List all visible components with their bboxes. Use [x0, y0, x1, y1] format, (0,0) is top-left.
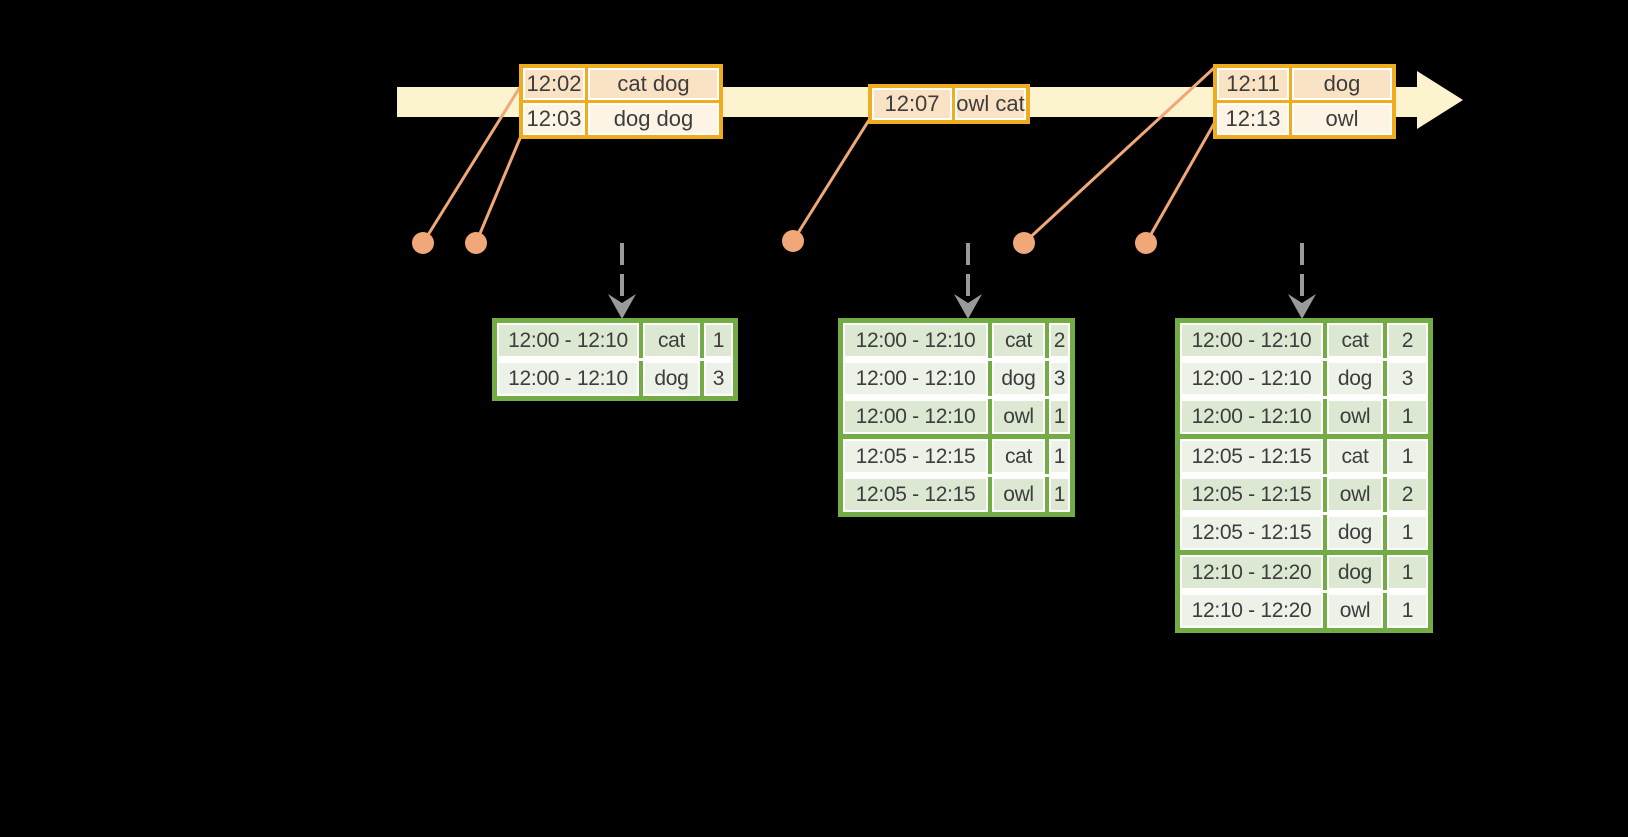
event-connector-line — [1144, 121, 1217, 244]
table-cell: 12:05 - 12:15 — [843, 439, 988, 474]
table-cell: 3 — [1387, 361, 1428, 396]
table-cell: 12:00 - 12:10 — [1180, 399, 1323, 434]
event-connector-lines — [421, 66, 1217, 245]
event-dot — [1135, 232, 1157, 254]
table-cell: dog — [992, 361, 1045, 396]
table-cell: cat — [992, 439, 1045, 474]
event-connector-line — [1022, 66, 1216, 245]
event-dot — [782, 230, 804, 252]
table-cell: 12:03 — [523, 103, 585, 135]
table-cell: 1 — [1387, 593, 1428, 628]
timeline-arrowhead-icon — [1417, 71, 1463, 129]
table-cell: 12:05 - 12:15 — [1180, 477, 1323, 512]
table-cell: 1 — [1049, 477, 1070, 512]
trigger-arrows — [608, 243, 1316, 319]
trigger-arrow-head-icon — [1288, 294, 1316, 319]
event-connector-line — [791, 119, 871, 242]
table-cell: 1 — [1387, 439, 1428, 474]
table-cell: dog — [1292, 68, 1392, 100]
table-cell: 1 — [1049, 399, 1070, 434]
event-dots — [412, 230, 1157, 254]
table-cell: owl — [1327, 399, 1383, 434]
event-connector-line — [474, 135, 523, 244]
table-cell: 12:05 - 12:15 — [843, 477, 988, 512]
table-cell: dog dog — [588, 103, 719, 135]
table-cell: 12:00 - 12:10 — [1180, 361, 1323, 396]
table-cell: dog — [1327, 361, 1383, 396]
table-cell: 1 — [1387, 399, 1428, 434]
trigger-arrow-head-icon — [608, 294, 636, 319]
table-cell: 12:02 — [523, 68, 585, 100]
table-cell: 12:00 - 12:10 — [497, 361, 639, 396]
table-cell: 12:07 — [872, 88, 952, 120]
table-cell: 12:00 - 12:10 — [1180, 323, 1323, 358]
table-cell: 1 — [1387, 515, 1428, 550]
table-cell: 1 — [1049, 439, 1070, 474]
table-cell: owl — [1327, 477, 1383, 512]
table-cell: cat — [992, 323, 1045, 358]
table-cell: dog — [1327, 515, 1383, 550]
table-cell: owl — [992, 399, 1045, 434]
table-cell: 12:13 — [1217, 103, 1289, 135]
table-cell: dog — [1327, 555, 1383, 590]
table-cell: cat — [1327, 439, 1383, 474]
table-cell: 3 — [704, 361, 733, 396]
trigger-arrow-head-icon — [954, 294, 982, 319]
table-cell: 12:00 - 12:10 — [843, 399, 988, 434]
table-cell: owl — [1327, 593, 1383, 628]
table-cell: 12:00 - 12:10 — [843, 361, 988, 396]
table-cell: 12:10 - 12:20 — [1180, 593, 1323, 628]
event-dot — [465, 232, 487, 254]
table-cell: dog — [643, 361, 700, 396]
table-cell: 1 — [704, 323, 733, 358]
table-cell: 12:00 - 12:10 — [497, 323, 639, 358]
table-cell: 12:00 - 12:10 — [843, 323, 988, 358]
table-cell: 2 — [1049, 323, 1070, 358]
table-cell: 12:05 - 12:15 — [1180, 515, 1323, 550]
event-connector-line — [421, 86, 522, 244]
table-cell: 2 — [1387, 477, 1428, 512]
table-cell: 2 — [1387, 323, 1428, 358]
table-cell: 12:05 - 12:15 — [1180, 439, 1323, 474]
table-cell: cat dog — [588, 68, 719, 100]
table-cell: cat — [643, 323, 700, 358]
table-cell: owl cat — [955, 88, 1026, 120]
table-cell: 12:10 - 12:20 — [1180, 555, 1323, 590]
table-cell: 3 — [1049, 361, 1070, 396]
table-cell: 1 — [1387, 555, 1428, 590]
table-cell: cat — [1327, 323, 1383, 358]
event-dot — [1013, 232, 1035, 254]
table-cell: owl — [1292, 103, 1392, 135]
table-cell: owl — [992, 477, 1045, 512]
table-cell: 12:11 — [1217, 68, 1289, 100]
event-dot — [412, 232, 434, 254]
